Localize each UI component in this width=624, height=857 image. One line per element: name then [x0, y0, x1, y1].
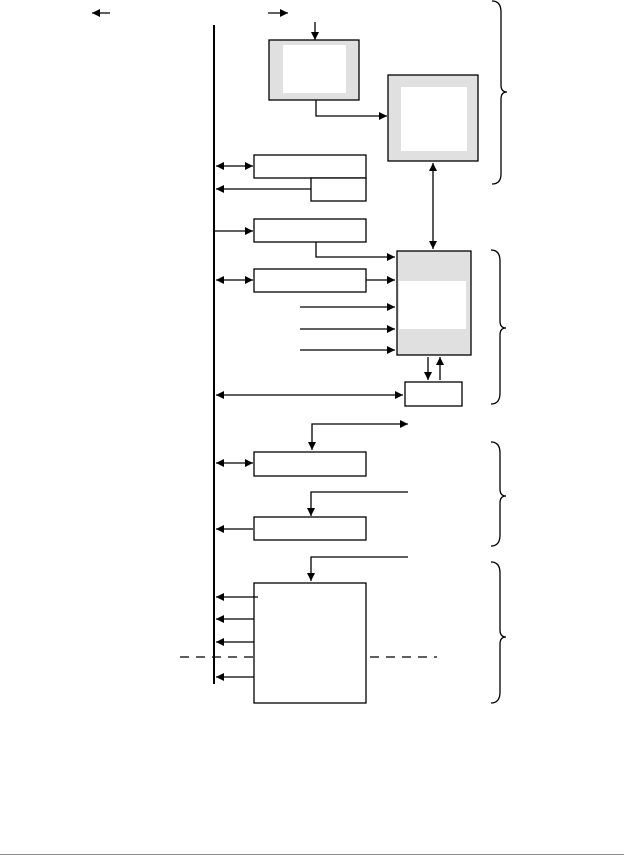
register-2 — [253, 218, 367, 243]
register-1-tab — [310, 177, 367, 202]
register-3 — [253, 268, 367, 293]
top-block-a-to-b-arrow — [315, 100, 387, 120]
register-4 — [253, 451, 367, 477]
bottom-block-input-arrow — [307, 556, 408, 581]
bottom-block — [253, 582, 367, 704]
small-block — [404, 381, 463, 407]
register-5-input-arrow — [307, 491, 408, 516]
top-block-a-inner — [283, 45, 346, 93]
group-3-brace — [490, 441, 507, 547]
top-block-b-inner — [401, 87, 467, 151]
group-2-brace — [490, 249, 507, 405]
group-1-brace — [491, 0, 508, 185]
register-1 — [253, 154, 367, 179]
middle-block-inner — [399, 281, 466, 329]
register-4-input-arrow — [308, 420, 408, 450]
register-2-to-middle-arrow — [315, 242, 395, 261]
group-4-brace — [490, 561, 507, 704]
footer-rule — [0, 854, 624, 855]
register-5 — [253, 516, 367, 541]
